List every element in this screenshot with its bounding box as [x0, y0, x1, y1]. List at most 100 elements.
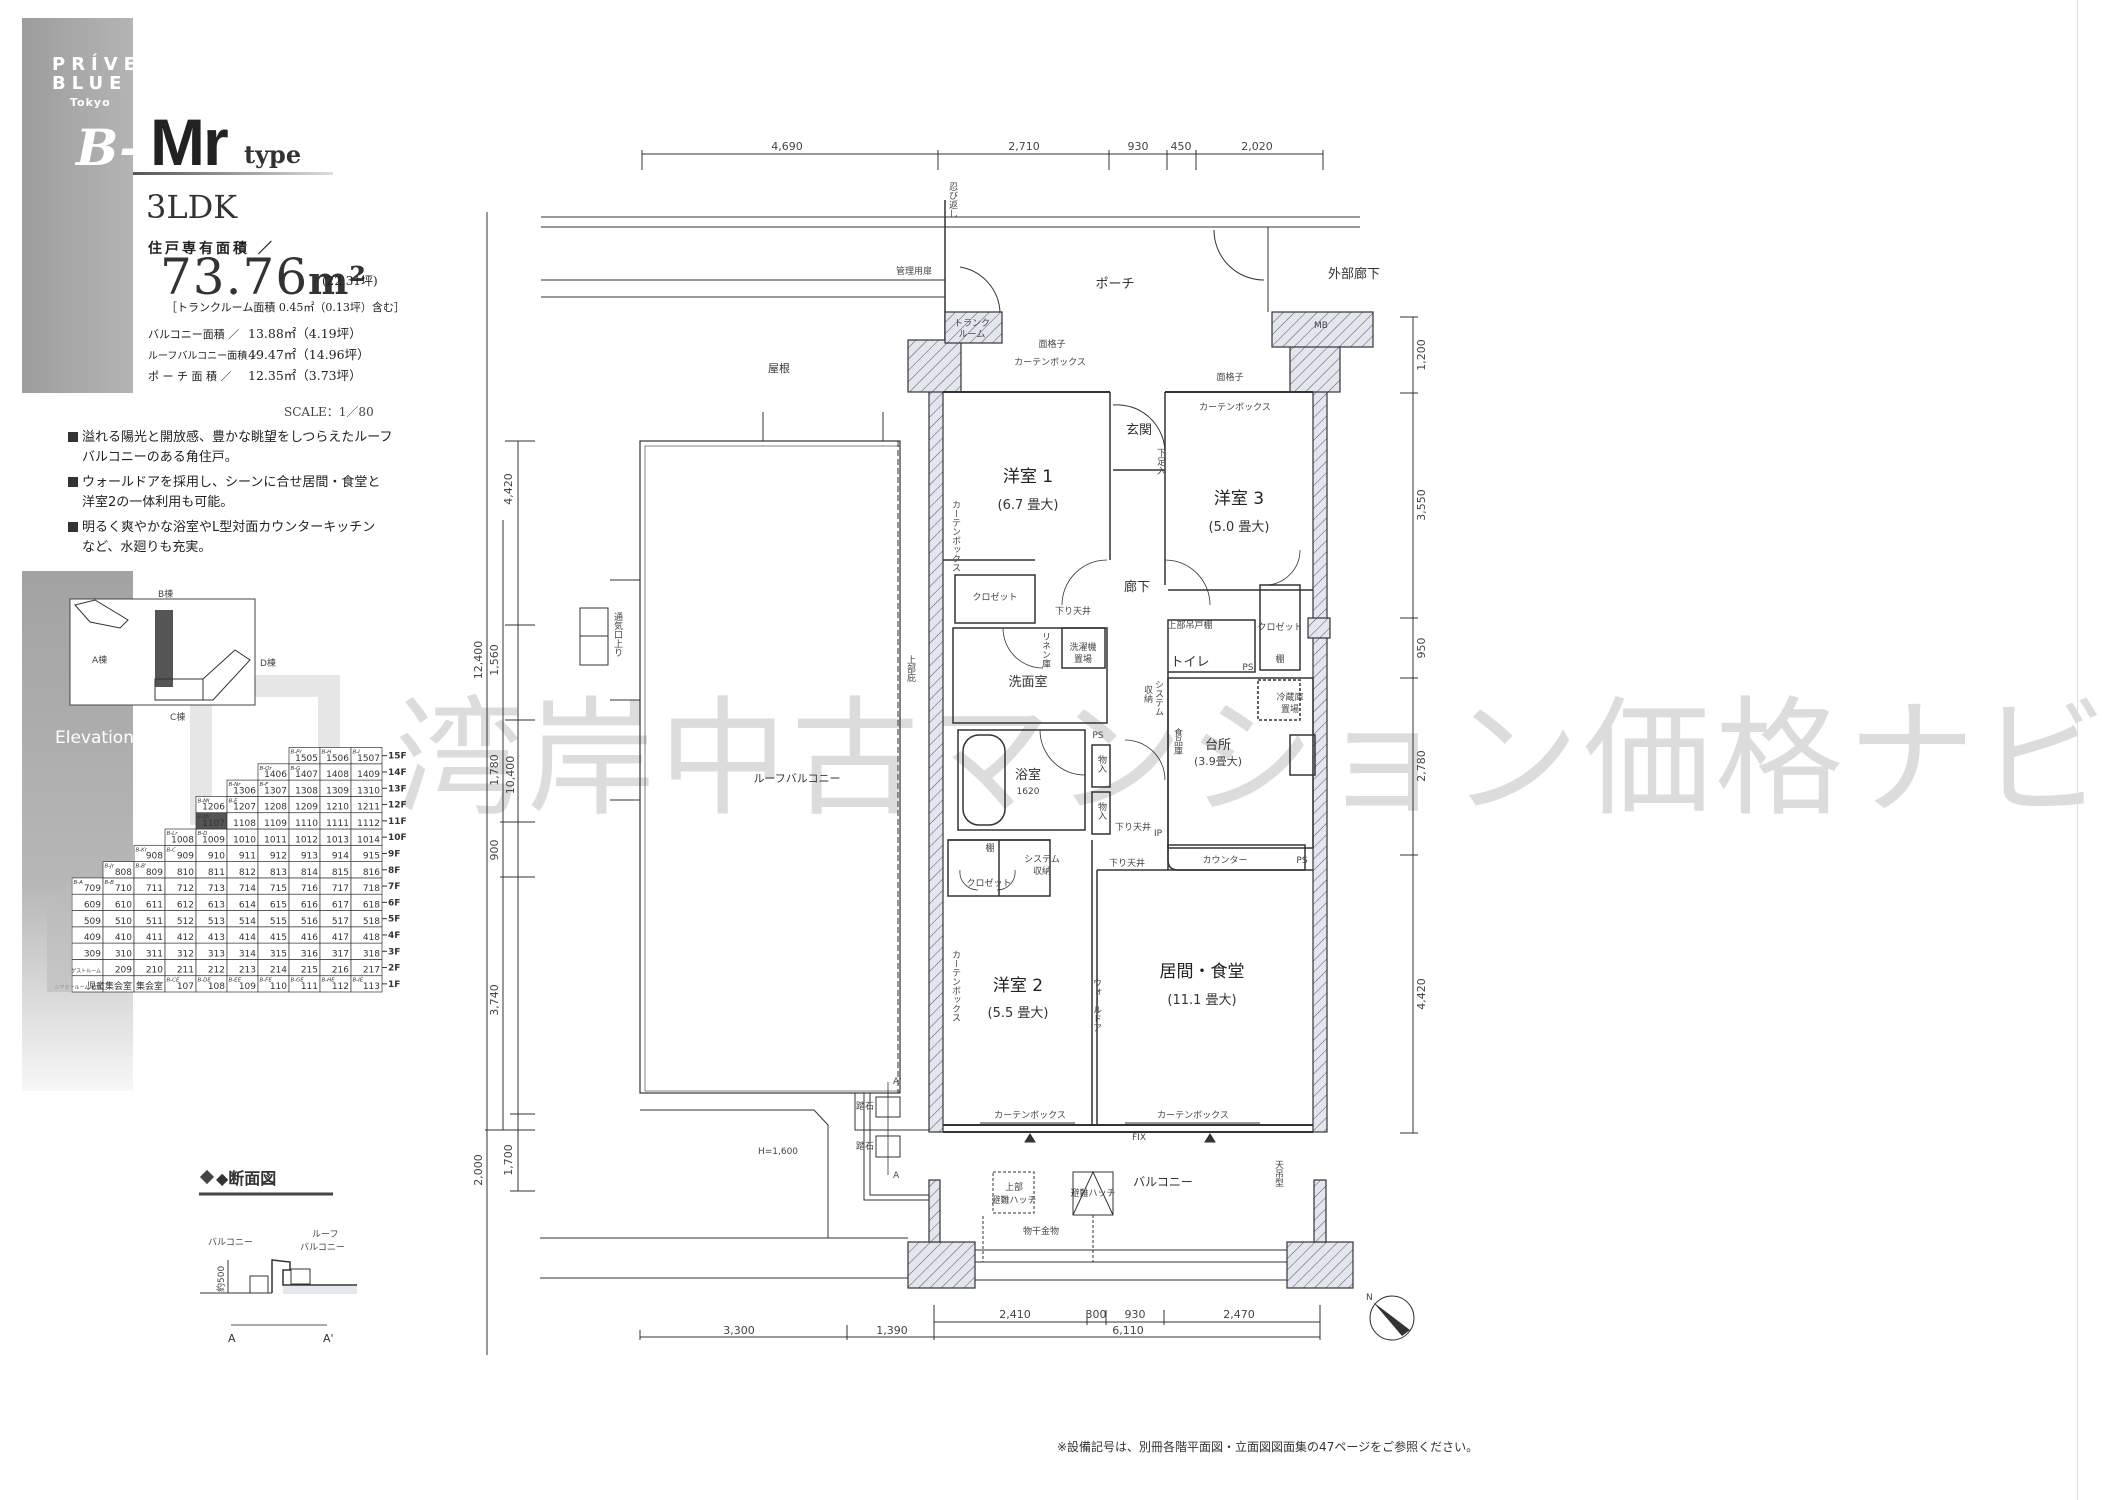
feature-item: ウォールドアを採用し、シーンに合せ居間・食堂と: [68, 473, 392, 493]
floor-label: 4F: [388, 931, 400, 941]
building-cd-outline: [154, 649, 251, 701]
elevation-unit-number: 1010: [233, 835, 256, 845]
elevation-unit-number: 1207: [233, 803, 256, 813]
elevation-unit-number: 418: [363, 933, 380, 943]
key-map-b-label: B棟: [158, 588, 173, 600]
elevation-unit-number: 1013: [326, 835, 349, 845]
elevation-unit-number: 309: [84, 949, 101, 959]
elevation-unit-number: 1014: [357, 835, 380, 845]
label-ip: IP: [1154, 829, 1163, 839]
floor-label: 7F: [388, 882, 400, 892]
elevation-unit-number: 808: [115, 868, 132, 878]
elevation-title: Elevation: [55, 728, 134, 748]
elevation-unit-number: 614: [239, 901, 256, 911]
label-a-prime: A': [893, 1077, 902, 1087]
floor-label: 13F: [388, 784, 407, 794]
room-western-1-size: (6.7 畳大): [998, 498, 1059, 513]
label-service-door: 管理用扉: [896, 265, 932, 277]
elevation-unit-type: B-Jr: [105, 864, 115, 870]
label-mb: MB: [1314, 321, 1328, 331]
label-drying-hardware: 物干金物: [1023, 1225, 1059, 1237]
elevation-unit-number: 312: [177, 949, 194, 959]
section-a-prime-label: A': [323, 1332, 334, 1345]
elevation-unit-number: 310: [115, 949, 132, 959]
label-fix: FIX: [1132, 1133, 1146, 1143]
elevation-unit-type: B-B': [136, 864, 147, 870]
elevation-unit-number: 集会室: [136, 980, 163, 992]
elevation-unit-number: 児童集会室: [87, 980, 132, 992]
elevation-unit-number: 113: [363, 982, 380, 992]
label-curtain-box: カーテンボックス: [994, 1110, 1066, 1121]
elevation-unit-number: 815: [332, 868, 349, 878]
elevation-unit-type: B-C: [167, 847, 177, 853]
floor-plan: [485, 150, 1418, 1355]
section-a-label: A: [228, 1332, 236, 1345]
elevation-unit-number: 107: [177, 982, 194, 992]
elevation-unit-type: B-I: [353, 750, 361, 756]
label-system-storage: システム: [1024, 854, 1060, 865]
label-bath-size: 1620: [1017, 787, 1040, 797]
elevation-unit-number: 714: [239, 884, 256, 894]
elevation-unit-number: 814: [301, 868, 318, 878]
elevation-unit-number: 1406: [264, 770, 287, 780]
label-system-storage: システム: [1153, 680, 1164, 716]
elevation-unit-number: 413: [208, 933, 225, 943]
floor-label: 14F: [388, 768, 407, 778]
elevation-unit-type: B-MI: [198, 798, 210, 804]
label-washer-2: 置場: [1074, 653, 1092, 665]
elevation-unit-number: 810: [177, 868, 194, 878]
type-prefix: B-: [76, 118, 140, 177]
elevation-unit-number: 1112: [357, 819, 380, 829]
dim-left: 3,740: [488, 984, 501, 1016]
section-diagram: ◆断面図 バルコニー ルーフ バルコニー 約500 A A': [199, 1169, 357, 1345]
label-wall-door: ウォールドア: [1091, 978, 1102, 1032]
elevation-unit-number: 110: [270, 982, 287, 992]
label-curtain-box: カーテンボックス: [1014, 357, 1086, 368]
elevation-unit-type: B-Nr: [229, 782, 242, 788]
elevation-unit-number: 617: [332, 901, 349, 911]
label-eaves: 上部庇: [905, 655, 916, 683]
elevation-unit-number: 515: [270, 917, 287, 927]
label-height-1600: H=1,600: [758, 1147, 798, 1157]
elevation-unit-type: B-A: [74, 880, 84, 886]
section-roof-label-2: バルコニー: [300, 1242, 345, 1253]
floor-label: 5F: [388, 915, 400, 925]
label-vent: 通気口上り: [612, 612, 623, 657]
elevation-unit-number: 710: [115, 884, 132, 894]
dim-right: 950: [1415, 638, 1428, 659]
dim-left: 2,000: [472, 1154, 485, 1186]
elevation-unit-number: 415: [270, 933, 287, 943]
label-a: A: [893, 1171, 900, 1181]
elevation-unit-number: 509: [84, 917, 101, 927]
elevation-unit-number: 914: [332, 852, 349, 862]
floor-label: 9F: [388, 849, 400, 859]
elevation-unit-number: 313: [208, 949, 225, 959]
dim-top: 2,020: [1241, 140, 1273, 153]
elevation-unit-number: 1107: [202, 819, 225, 829]
elevation-unit-type: B-G: [291, 766, 301, 772]
structural-walls: [907, 311, 1374, 1289]
label-shoe-storage: 下足入: [1155, 448, 1166, 475]
feature-item: 明るく爽やかな浴室やL型対面カウンターキッチン: [68, 518, 392, 538]
elevation-unit-type: B-Kr: [136, 847, 148, 853]
room-living-dining-name: 居間・食堂: [1160, 962, 1245, 982]
label-curtain-box: カーテンボックス: [950, 950, 961, 1022]
section-height-label: 約500: [215, 1266, 227, 1292]
elevation-unit-number: 1111: [326, 819, 349, 829]
section-roof-label: ルーフ: [312, 1230, 338, 1240]
area-label: 住戸専有面積 ／: [148, 241, 275, 257]
elevation-unit-number: 813: [270, 868, 287, 878]
dim-bottom: 3,300: [723, 1324, 755, 1337]
elevation-unit-number: 510: [115, 917, 132, 927]
label-kitchen: 台所: [1205, 738, 1231, 753]
elevation-unit-number: 616: [301, 901, 318, 911]
elevation-unit-number: 210: [146, 966, 163, 976]
elevation-unit-number: 214: [270, 966, 287, 976]
label-roof-balcony: ルーフバルコニー: [753, 772, 840, 785]
elevation-unit-number: 109: [239, 982, 256, 992]
bullet-square-icon: [68, 432, 78, 442]
label-curtain-box: カーテンボックス: [950, 500, 961, 572]
key-map-c-label: C棟: [170, 711, 185, 723]
elevation-grid: シアタールーム 和室ゲストルーム309409509609709B-A児童集会室2…: [47, 747, 407, 993]
elevation-unit-number: 712: [177, 884, 194, 894]
